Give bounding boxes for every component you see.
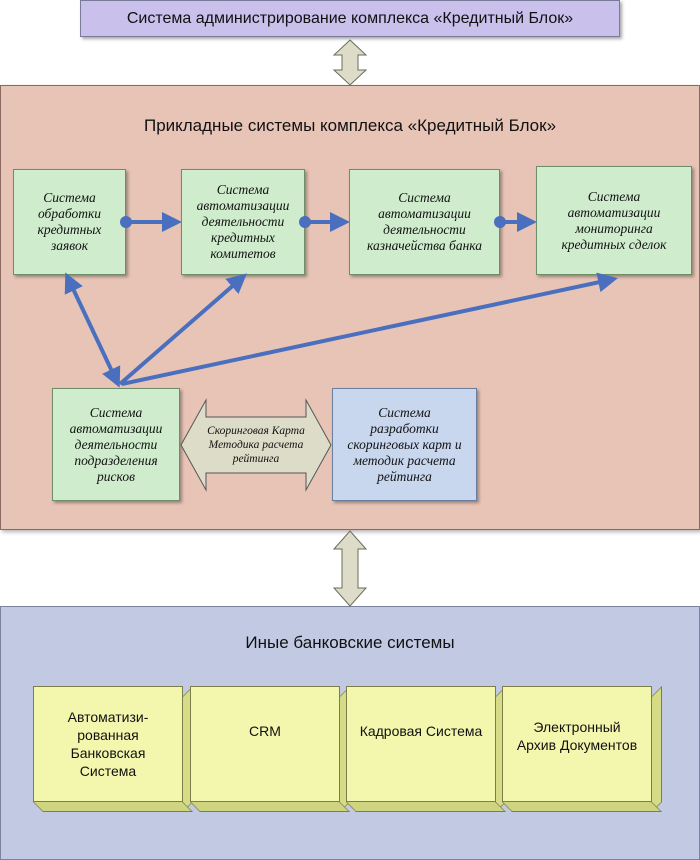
box3-line: деятельности <box>383 222 466 237</box>
crm-cube: CRM <box>190 686 350 812</box>
scoring-line: рейтинга <box>232 453 280 465</box>
cube4-line: Электронный <box>533 719 621 735</box>
box3-line: казначейства банка <box>366 238 483 253</box>
abs-cube-face: Автоматизи- рованная Банковская Система <box>33 686 183 802</box>
cube1-line: Система <box>79 763 137 779</box>
box2-line: деятельности <box>201 214 285 229</box>
applied-systems-title-text: Прикладные системы комплекса «Кредитный … <box>143 116 557 135</box>
scoring-development-system-box: Система разработки скоринговых карт и ме… <box>332 388 477 501</box>
box6-line: скоринговых карт и <box>347 436 462 452</box>
other-banking-systems-title-text: Иные банковские системы <box>245 633 455 652</box>
box5-line: деятельности <box>74 436 158 452</box>
box5-line: автоматизации <box>69 420 163 436</box>
scoring-line: Методика расчета <box>208 439 304 451</box>
credit-applications-system-box: Система обработки кредитных заявок <box>13 169 126 275</box>
admin-system-box: Система администрирование комплекса «Кре… <box>80 0 620 37</box>
scoring-arrow-label: Скоринговая Карта Методика расчета рейти… <box>196 420 316 470</box>
flow-dot-1 <box>120 216 132 228</box>
hr-cube-face: Кадровая Система <box>346 686 496 802</box>
risk-department-system-box: Система автоматизации деятельности подра… <box>52 388 180 501</box>
box1-line: Система <box>43 190 96 205</box>
risk-to-monitoring-arrow <box>121 272 618 386</box>
box4-line: мониторинга <box>575 220 653 236</box>
cube1-line: Автоматизи- <box>67 709 149 725</box>
box4-line: Система <box>587 188 641 204</box>
box3-line: Система <box>398 190 451 205</box>
scoring-double-arrow <box>180 398 332 492</box>
box5-line: Система <box>89 404 143 420</box>
apps-other-connector <box>332 530 368 607</box>
box1-line: заявок <box>50 238 89 253</box>
scoring-line: Скоринговая Карта <box>207 425 305 437</box>
abs-cube: Автоматизи- рованная Банковская Система <box>33 686 193 812</box>
hr-cube: Кадровая Система <box>346 686 506 812</box>
treasury-system-box: Система автоматизации деятельности казна… <box>349 169 500 275</box>
box2-line: Система <box>216 182 270 197</box>
crm-cube-face: CRM <box>190 686 340 802</box>
box2-line: кредитных <box>211 230 275 245</box>
archive-cube-face: Электронный Архив Документов <box>502 686 652 802</box>
box4-line: автоматизации <box>567 204 661 220</box>
box2-line: комитетов <box>210 246 276 261</box>
box5-line: подразделения <box>74 452 158 468</box>
cube4-line: Архив Документов <box>516 737 638 753</box>
box3-line: автоматизации <box>378 206 471 221</box>
risk-to-committee-arrow <box>118 273 248 386</box>
admin-system-title: Система администрирование комплекса «Кре… <box>126 9 574 27</box>
box1-line: кредитных <box>37 222 102 237</box>
cube1-line: Банковская <box>70 745 146 761</box>
admin-apps-connector <box>332 39 368 86</box>
box6-line: Система <box>378 404 431 420</box>
box4-line: кредитных сделок <box>561 236 667 252</box>
other-banking-systems-title: Иные банковские системы <box>0 628 700 658</box>
box5-line: рисков <box>97 468 135 484</box>
cube2-line: CRM <box>249 723 281 739</box>
box6-line: методик расчета <box>353 452 456 468</box>
flow-dot-3 <box>494 216 506 228</box>
archive-cube: Электронный Архив Документов <box>502 686 662 812</box>
applied-systems-title: Прикладные системы комплекса «Кредитный … <box>0 112 700 140</box>
risk-to-applications-arrow <box>64 272 121 388</box>
cube3-line: Кадровая Система <box>359 723 483 739</box>
box1-line: обработки <box>37 206 102 221</box>
cube1-line: рованная <box>77 727 139 743</box>
flow-dot-2 <box>299 216 311 228</box>
box6-line: рейтинга <box>377 468 432 484</box>
credit-committee-system-box: Система автоматизации деятельности креди… <box>181 169 305 275</box>
box2-line: автоматизации <box>196 198 290 213</box>
box6-line: разработки <box>370 420 439 436</box>
